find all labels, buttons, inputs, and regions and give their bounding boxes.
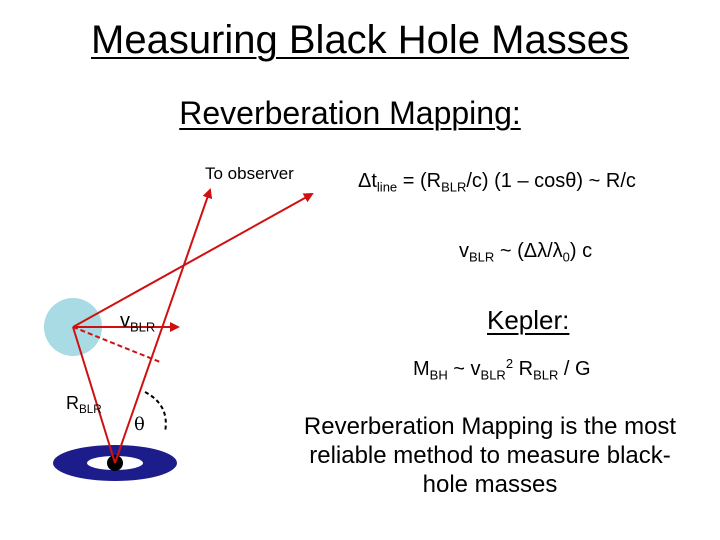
theta-label: θ: [134, 414, 145, 435]
time-delay-equation: Δtline = (RBLR/c) (1 – cosθ) ~ R/c: [358, 170, 636, 195]
conclusion-text: Reverberation Mapping is the most reliab…: [290, 412, 690, 499]
to-observer-label: To observer: [205, 164, 294, 184]
subtitle: Reverberation Mapping:: [0, 95, 700, 132]
theta-arc: [145, 392, 166, 432]
mass-equation: MBH ~ vBLR2 RBLR / G: [413, 356, 591, 383]
radius-label: RBLR: [66, 393, 102, 416]
eq-time-delta: Δ: [358, 170, 371, 192]
velocity-label: vBLR: [120, 310, 155, 335]
kepler-heading: Kepler:: [487, 305, 569, 336]
velocity-equation: vBLR ~ (Δλ/λ0) c: [459, 240, 592, 265]
arrow-cloud-to-observer: [73, 194, 312, 327]
page-title: Measuring Black Hole Masses: [0, 18, 720, 63]
